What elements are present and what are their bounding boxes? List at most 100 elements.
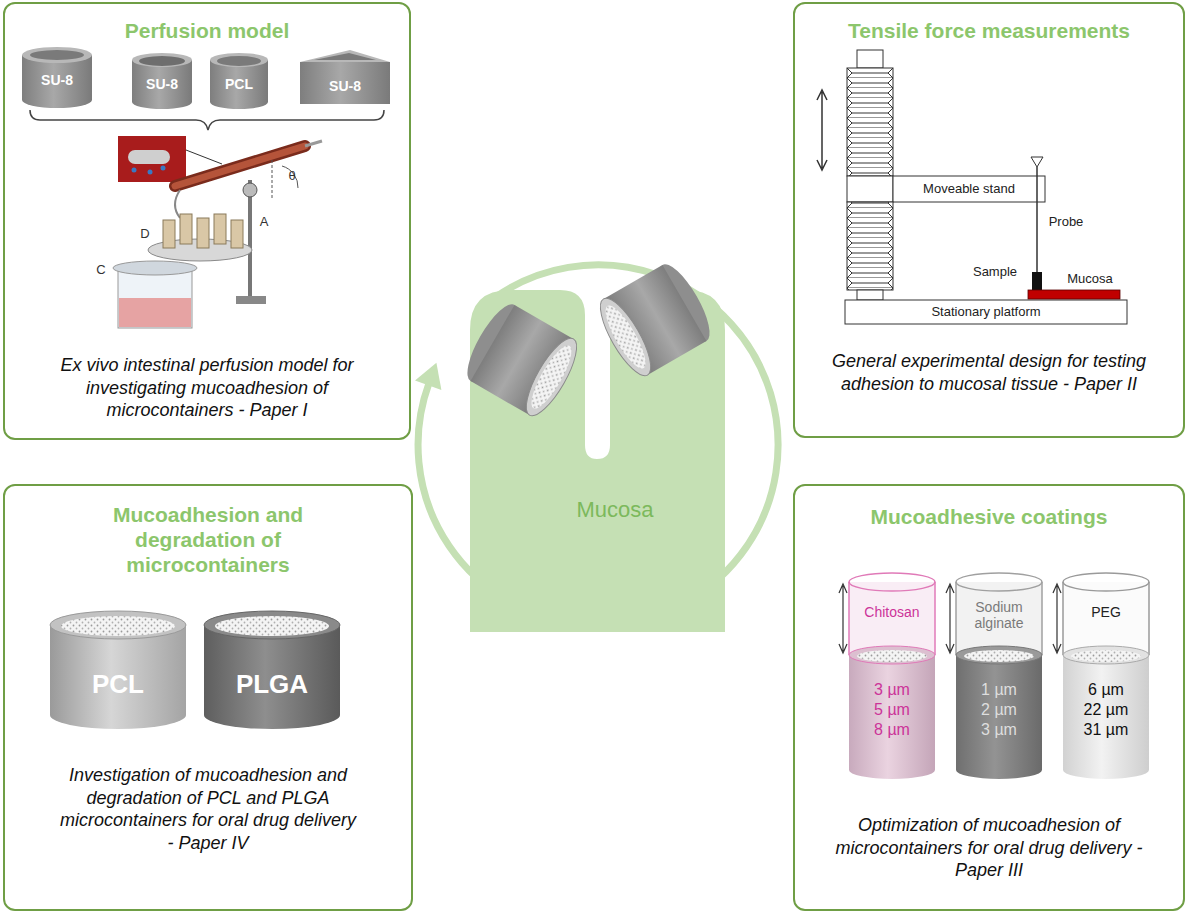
panel-title: Tensile force measurements	[804, 18, 1174, 43]
perfusion-apparatus-part	[180, 214, 192, 244]
microcontainer-icon-part	[217, 56, 261, 66]
part-label: Probe	[1049, 215, 1084, 230]
microcontainer-part	[599, 301, 652, 373]
thickness-label: 3 µm	[874, 681, 910, 699]
perfusion-apparatus-part	[175, 146, 305, 186]
perfusion-apparatus-part	[214, 214, 226, 244]
alginate-microcontainer-part	[956, 573, 1042, 591]
perfusion-apparatus-part	[175, 190, 180, 218]
panel-caption: General experimental design for testing …	[829, 350, 1149, 395]
material-label: PCL	[225, 76, 253, 92]
capsule-photo-part	[148, 170, 153, 175]
microcontainer-icon-part	[139, 56, 185, 66]
texture-analyser-part	[817, 90, 827, 170]
peg-microcontainer	[1053, 573, 1149, 779]
perfusion-apparatus-part	[305, 141, 322, 146]
alginate-microcontainer-part	[956, 582, 1042, 655]
perfusion-apparatus-part	[272, 160, 273, 200]
material-label: SU-8	[41, 72, 73, 88]
material-label: SU-8	[329, 78, 361, 94]
panel-title: Mucoadhesion and degradation of microcon…	[88, 502, 328, 578]
thickness-label: 5 µm	[874, 701, 910, 719]
material-label: SU-8	[146, 76, 178, 92]
bracket-part	[30, 110, 384, 130]
microcontainer	[591, 258, 718, 382]
material-label: PLGA	[236, 670, 308, 700]
peg-microcontainer-part	[1063, 582, 1149, 655]
plga-microcontainer-part	[215, 616, 329, 636]
texture-analyser-part	[847, 176, 893, 202]
texture-analyser-part	[1036, 167, 1038, 272]
texture-analyser-part	[893, 176, 1045, 202]
microcontainer-part	[525, 341, 578, 413]
texture-analyser-part	[1028, 290, 1120, 299]
section-panel: Mucoadhesion and degradation of microcon…	[3, 484, 413, 911]
part-label: Sample	[973, 265, 1017, 280]
perfusion-apparatus	[113, 141, 322, 328]
microcontainer-icon-part	[300, 62, 390, 104]
peg-microcontainer-part	[1063, 646, 1149, 664]
peg-microcontainer-part	[1063, 573, 1149, 591]
mucosa-art	[465, 285, 730, 635]
perfusion-apparatus-part	[236, 296, 266, 304]
coating-label: Chitosan	[864, 604, 919, 620]
capsule-photo-part	[132, 168, 137, 173]
peg-microcontainer-part	[1063, 655, 1149, 770]
section-panel: Mucoadhesive coatingsOptimization of muc…	[793, 484, 1185, 911]
microcontainer-icon	[300, 50, 390, 104]
section-panel: Tensile force measurementsGeneral experi…	[793, 2, 1185, 438]
part-label: Stationary platform	[931, 305, 1040, 320]
microcontainer-part	[517, 332, 585, 422]
chitosan-microcontainer-part	[839, 584, 847, 653]
texture-analyser-part	[847, 202, 893, 290]
bracket	[30, 110, 384, 130]
mucosa-shape: Mucosa	[465, 285, 730, 635]
microcontainer-icon	[22, 47, 92, 108]
microcontainer-icon	[132, 53, 192, 109]
panel-title: Mucoadhesive coatings	[804, 504, 1174, 529]
part-letter: D	[140, 227, 149, 242]
chitosan-microcontainer-part	[849, 655, 935, 770]
alginate-microcontainer	[946, 573, 1042, 779]
thickness-label: 6 µm	[1088, 681, 1124, 699]
thickness-label: 2 µm	[981, 701, 1017, 719]
peg-microcontainer-part	[1071, 650, 1141, 662]
plga-microcontainer	[204, 611, 340, 729]
chitosan-microcontainer-part	[934, 582, 936, 655]
texture-analyser-part	[857, 50, 883, 68]
panel-caption: Optimization of mucoadhesion of microcon…	[829, 814, 1149, 882]
thickness-label: 8 µm	[874, 721, 910, 739]
thickness-label: 3 µm	[981, 721, 1017, 739]
panel-caption: Investigation of mucoadhesion and degrad…	[58, 764, 358, 854]
peg-microcontainer-part	[1148, 582, 1150, 655]
pcl-microcontainer-part	[50, 611, 186, 639]
microcontainer-icon	[210, 53, 268, 109]
texture-analyser	[817, 50, 1127, 324]
texture-analyser-part	[857, 290, 883, 300]
coating-label: Sodium alginate	[959, 599, 1039, 631]
chitosan-microcontainer	[839, 573, 935, 779]
material-label: PCL	[92, 670, 144, 700]
cycle-arrow-part	[415, 363, 441, 390]
capsule-photo-part	[161, 166, 166, 171]
capsule-photo-part	[118, 136, 186, 182]
chitosan-microcontainer-part	[848, 582, 850, 655]
peg-microcontainer-part	[1053, 584, 1061, 653]
perfusion-apparatus-part	[243, 183, 257, 197]
alginate-microcontainer-part	[946, 584, 954, 653]
perfusion-apparatus-part	[231, 220, 243, 248]
part-label: Moveable stand	[923, 182, 1015, 197]
texture-analyser-part	[1032, 272, 1042, 290]
panel-title: Perfusion model	[17, 18, 397, 43]
perfusion-apparatus-part	[175, 146, 305, 186]
microcontainer-icon-part	[132, 53, 192, 67]
microcontainer-icon-part	[300, 50, 390, 62]
panel-caption: Ex vivo intestinal perfusion model for i…	[42, 354, 372, 422]
plga-microcontainer-part	[204, 611, 340, 639]
texture-analyser-part	[1031, 157, 1043, 167]
angle-label: θ	[288, 169, 295, 184]
section-panel: Perfusion model Ex vivo intestinal perfus…	[3, 2, 411, 440]
thickness-label: 31 µm	[1084, 721, 1129, 739]
alginate-microcontainer-part	[955, 582, 957, 655]
chitosan-microcontainer-part	[849, 573, 935, 591]
